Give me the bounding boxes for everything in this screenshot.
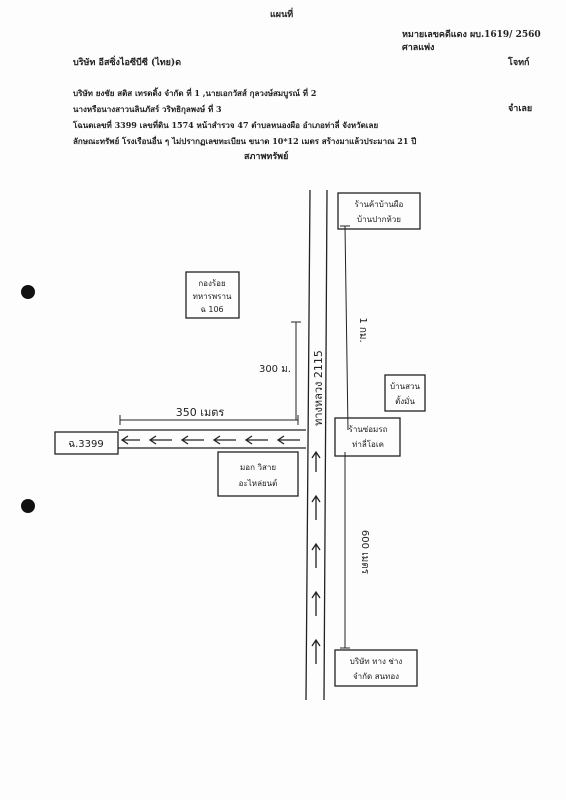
plaintiff-name: บริษัท อีสซิ่งไอซีบีซี (ไทย)ด — [73, 58, 182, 68]
landmark-right-mid — [384, 374, 426, 412]
dim-1km-label: 1 กม. — [357, 317, 368, 342]
landmark-center-right — [334, 417, 401, 457]
plot-box — [54, 431, 119, 455]
defendant-line-1: บริษัท ยงชัย สติส เทรดดิ้ง จำกัด ที่ 1 ,… — [73, 88, 317, 98]
plot-label: ฉ.3399 — [68, 439, 103, 450]
landmark-bottom-right — [334, 649, 418, 687]
landmark-label: อะไหล่ยนต์ — [239, 478, 278, 488]
hole-punch-top — [21, 285, 35, 299]
west-arrows — [120, 435, 300, 445]
landmark-top-right — [337, 192, 421, 230]
road-edge-right — [323, 189, 328, 701]
dim-600-label: 600 เมตร — [359, 530, 370, 575]
landmark-center-left — [217, 451, 299, 497]
landmark-label: ร้านซ่อมรถ — [349, 425, 388, 434]
landmark-label: บ้านปากห้วย — [357, 215, 401, 224]
road-name-label: ทางหลวง 2115 — [312, 350, 325, 426]
landmark-left — [185, 271, 240, 319]
case-number: หมายเลขคดีแดง ผบ.1619/ 2560 — [402, 30, 541, 40]
deed-info: โฉนดเลขที่ 3399 เลขที่ดิน 1574 หน้าสำรวจ… — [73, 120, 379, 130]
hole-punch-bottom — [21, 499, 35, 513]
north-arrows — [311, 450, 321, 664]
dim-1km-line — [344, 225, 349, 431]
landmark-label: ทหารพราน — [193, 292, 232, 301]
dim-300-label: 300 ม. — [259, 364, 291, 375]
defendant-line-2: นางหรือนางสาวนลินภัสร์ วริทธิกุลพงษ์ ที่… — [73, 104, 222, 114]
property-info: ลักษณะทรัพย์ โรงเรือนอื่น ๆ ไม่ปรากฏเลขท… — [73, 136, 417, 146]
landmark-label: บ้านสวน — [390, 382, 420, 391]
road-edge-left — [305, 189, 311, 701]
landmark-label: ร้านค้าบ้านผือ — [355, 200, 404, 209]
page-title: แผนที่ — [270, 10, 294, 20]
landmark-label: ท่าลี่โอเค — [352, 438, 384, 449]
court-name: ศาลแพ่ง — [402, 43, 435, 53]
property-subtitle: สภาพทรัพย์ — [244, 152, 289, 162]
landmark-label: กองร้อย — [198, 279, 225, 288]
dim-350-label: 350 เมตร — [176, 406, 225, 419]
landmark-label: ฉ 106 — [200, 305, 223, 314]
plaintiff-role: โจทก์ — [508, 58, 530, 68]
landmark-label: มอก วิสาย — [240, 463, 276, 472]
landmark-label: บริษัท ทาง ช่าง — [350, 657, 403, 666]
landmark-label: จำกัด สนทอง — [353, 672, 399, 681]
landmark-label: ตั้งมั่น — [395, 395, 415, 406]
defendant-role: จำเลย — [508, 104, 533, 114]
